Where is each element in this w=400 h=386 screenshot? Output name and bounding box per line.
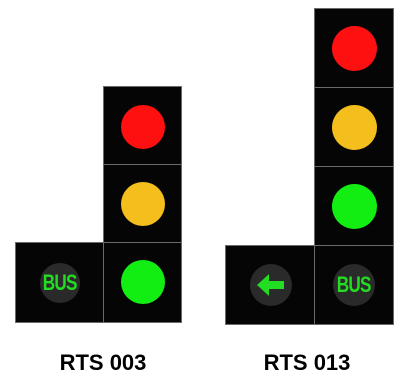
signal-caption: RTS 013 bbox=[263, 350, 351, 375]
left-arrow-icon bbox=[257, 274, 284, 296]
signal-rts-013-green-housing bbox=[314, 166, 394, 246]
green-lamp bbox=[332, 184, 377, 229]
signal-rts-003-red-housing bbox=[103, 86, 182, 165]
signal-rts-013-amber-housing bbox=[314, 87, 394, 167]
signal-rts-013-red-housing bbox=[314, 8, 394, 88]
signal-rts-013-bus-housing: BUS bbox=[314, 245, 394, 325]
red-lamp bbox=[332, 26, 377, 71]
signal-caption: RTS 003 bbox=[59, 350, 147, 375]
amber-lamp bbox=[121, 182, 165, 226]
signal-rts-003-green-housing bbox=[103, 242, 182, 323]
bus-disc: BUS bbox=[333, 264, 375, 306]
green-lamp bbox=[121, 260, 165, 304]
red-lamp bbox=[121, 105, 165, 149]
bus-text-icon: BUS bbox=[337, 272, 372, 297]
bus-text-icon: BUS bbox=[43, 270, 78, 295]
signal-rts-013-arrow-housing bbox=[225, 245, 315, 325]
bus-disc: BUS bbox=[40, 263, 80, 303]
amber-lamp bbox=[332, 105, 377, 150]
signal-rts-003-bus-housing: BUS bbox=[15, 242, 104, 323]
arrow-disc bbox=[250, 264, 292, 306]
signal-rts-003-amber-housing bbox=[103, 164, 182, 243]
